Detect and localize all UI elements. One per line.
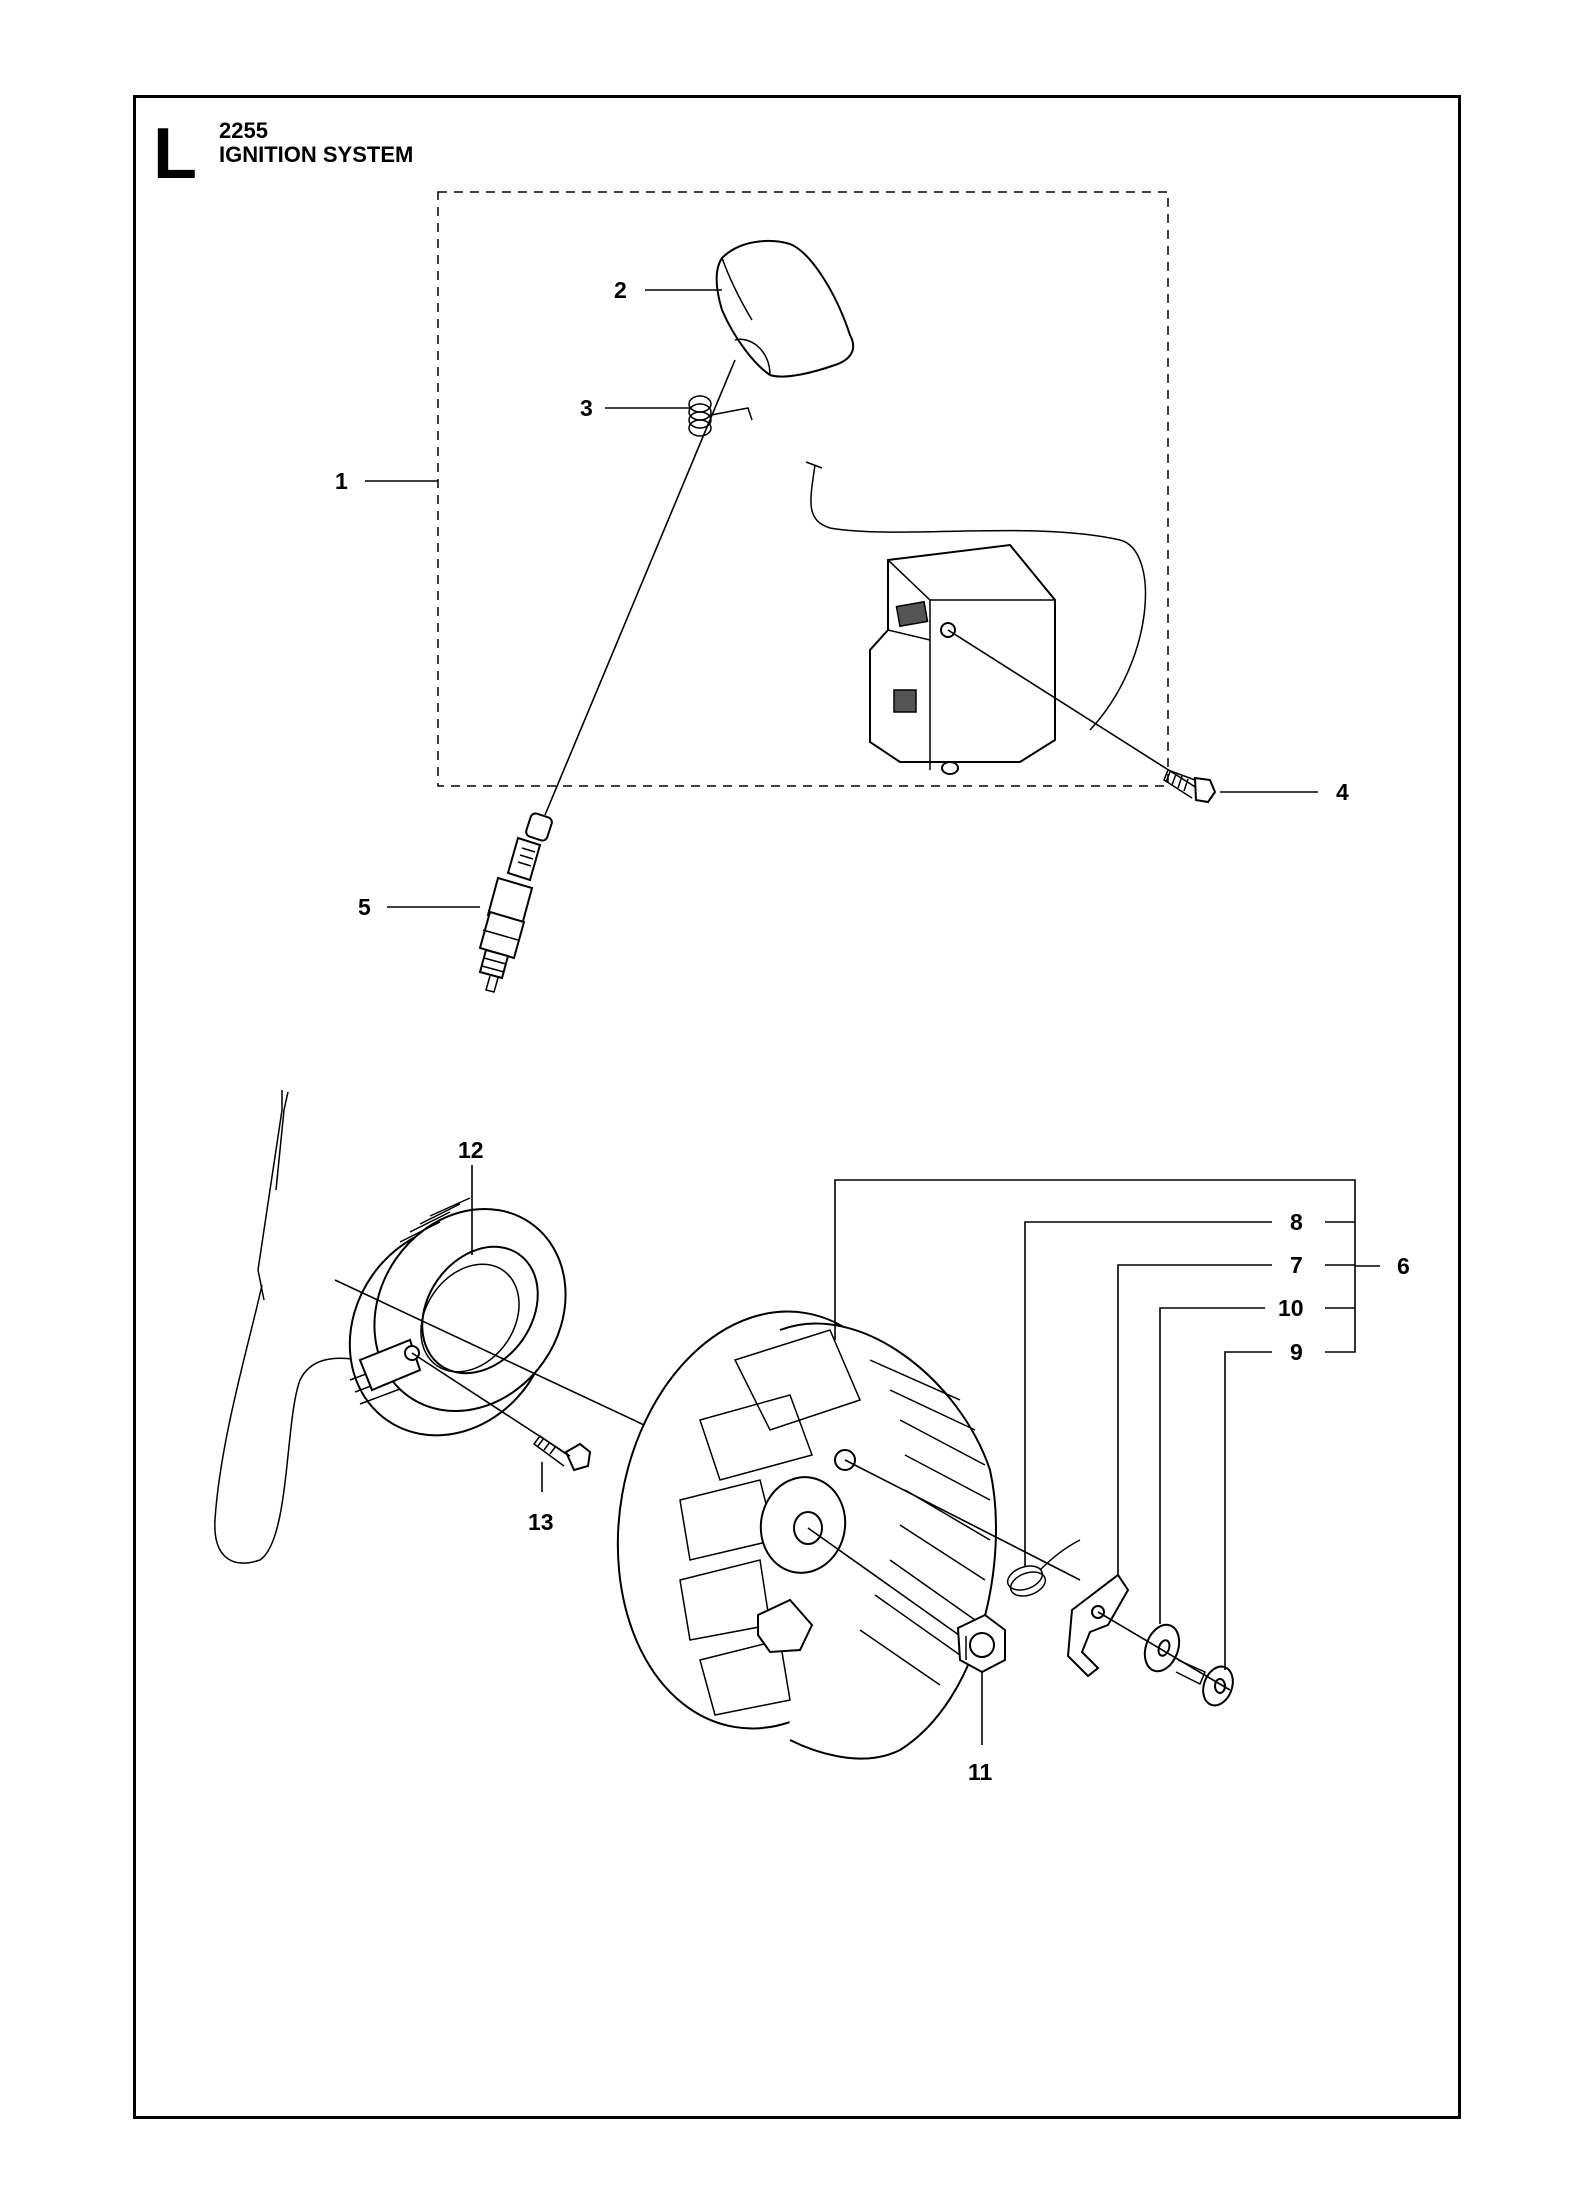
kit-boundary-box bbox=[437, 191, 1169, 787]
starter-pawl-part bbox=[1066, 1573, 1130, 1678]
callout-9: 9 bbox=[1290, 1339, 1303, 1365]
callout-7: 7 bbox=[1290, 1252, 1303, 1278]
coil-lead-wire bbox=[214, 1090, 361, 1564]
cap-spring-part bbox=[688, 395, 753, 437]
callout-12: 12 bbox=[458, 1137, 484, 1163]
flywheel-nut-part bbox=[956, 1613, 1006, 1674]
spark-plug-part bbox=[478, 812, 553, 993]
ignition-coil-part bbox=[348, 1197, 567, 1437]
flywheel-part bbox=[616, 1310, 997, 1760]
callout-3: 3 bbox=[580, 395, 593, 421]
module-screw-part bbox=[947, 629, 1217, 804]
model-number: 2255 bbox=[219, 118, 268, 143]
spark-plug-cap-part bbox=[715, 239, 855, 378]
section-title: IGNITION SYSTEM bbox=[219, 142, 414, 167]
callout-5: 5 bbox=[358, 894, 371, 920]
ignition-module-part bbox=[869, 543, 1056, 775]
callout-13: 13 bbox=[528, 1509, 554, 1535]
callout-2: 2 bbox=[614, 277, 627, 303]
pawl-screw-part bbox=[1097, 1611, 1234, 1707]
ignition-module-wire bbox=[810, 464, 1147, 731]
callout-11: 11 bbox=[968, 1759, 993, 1785]
callout-1: 1 bbox=[335, 468, 348, 494]
section-letter: L bbox=[153, 114, 197, 194]
callout-8: 8 bbox=[1290, 1209, 1303, 1235]
callout-10: 10 bbox=[1278, 1295, 1304, 1321]
pawl-spring-part bbox=[1006, 1539, 1081, 1597]
page-border bbox=[133, 95, 1461, 2119]
callout-leaders bbox=[365, 289, 1380, 1745]
pawl-washer-part bbox=[1143, 1623, 1181, 1673]
ht-lead-line bbox=[544, 359, 736, 816]
callout-6: 6 bbox=[1397, 1253, 1410, 1279]
callout-4: 4 bbox=[1336, 779, 1349, 805]
